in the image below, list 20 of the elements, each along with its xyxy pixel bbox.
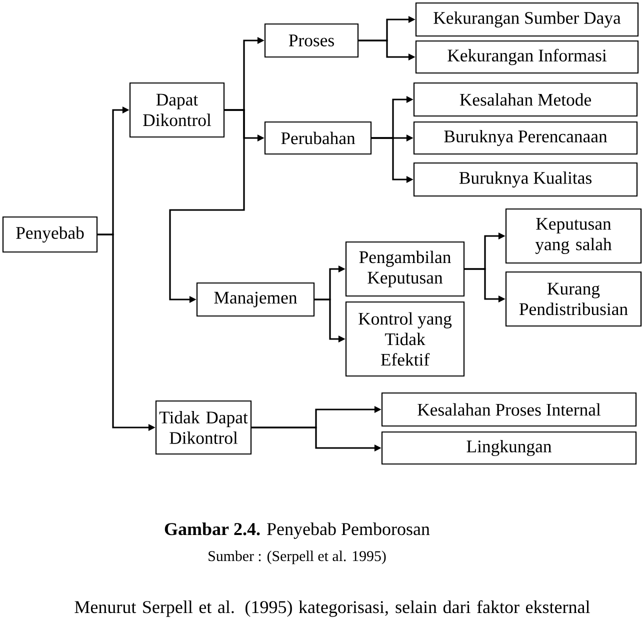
- category-box: Buruknya Perencanaan: [413, 121, 638, 155]
- category-box: Dapat Dikontrol: [129, 82, 225, 138]
- source-note: Sumber : (Serpell et al. 1995): [208, 550, 386, 564]
- category-box: Manajemen: [196, 282, 315, 317]
- category-box: Kontrol yang Tidak Efektif: [345, 301, 465, 377]
- figure-caption: Gambar 2.4. Penyebab Pemborosan: [164, 522, 430, 539]
- category-box: Proses: [264, 23, 359, 58]
- category-box: Kesalahan Proses Internal: [381, 392, 637, 427]
- category-box: Pengambilan Keputusan: [345, 241, 465, 297]
- category-box: Kekurangan Informasi: [415, 40, 639, 74]
- category-box: Kekurangan Sumber Daya: [415, 2, 639, 37]
- category-box: Tidak Dapat Dikontrol: [155, 400, 252, 455]
- category-box: Kesalahan Metode: [413, 82, 638, 117]
- category-box: Buruknya Kualitas: [413, 162, 638, 197]
- category-box: Penyebab: [2, 216, 98, 253]
- category-box: Keputusan yang salah: [505, 208, 642, 264]
- body-text: Menurut Serpell et al. (1995) kategorisasi, selain dari faktor eksternal: [74, 600, 590, 617]
- category-box: Kurang Pendistribusian: [505, 271, 642, 327]
- category-box: Perubahan: [264, 121, 372, 155]
- category-box: Lingkungan: [381, 431, 637, 465]
